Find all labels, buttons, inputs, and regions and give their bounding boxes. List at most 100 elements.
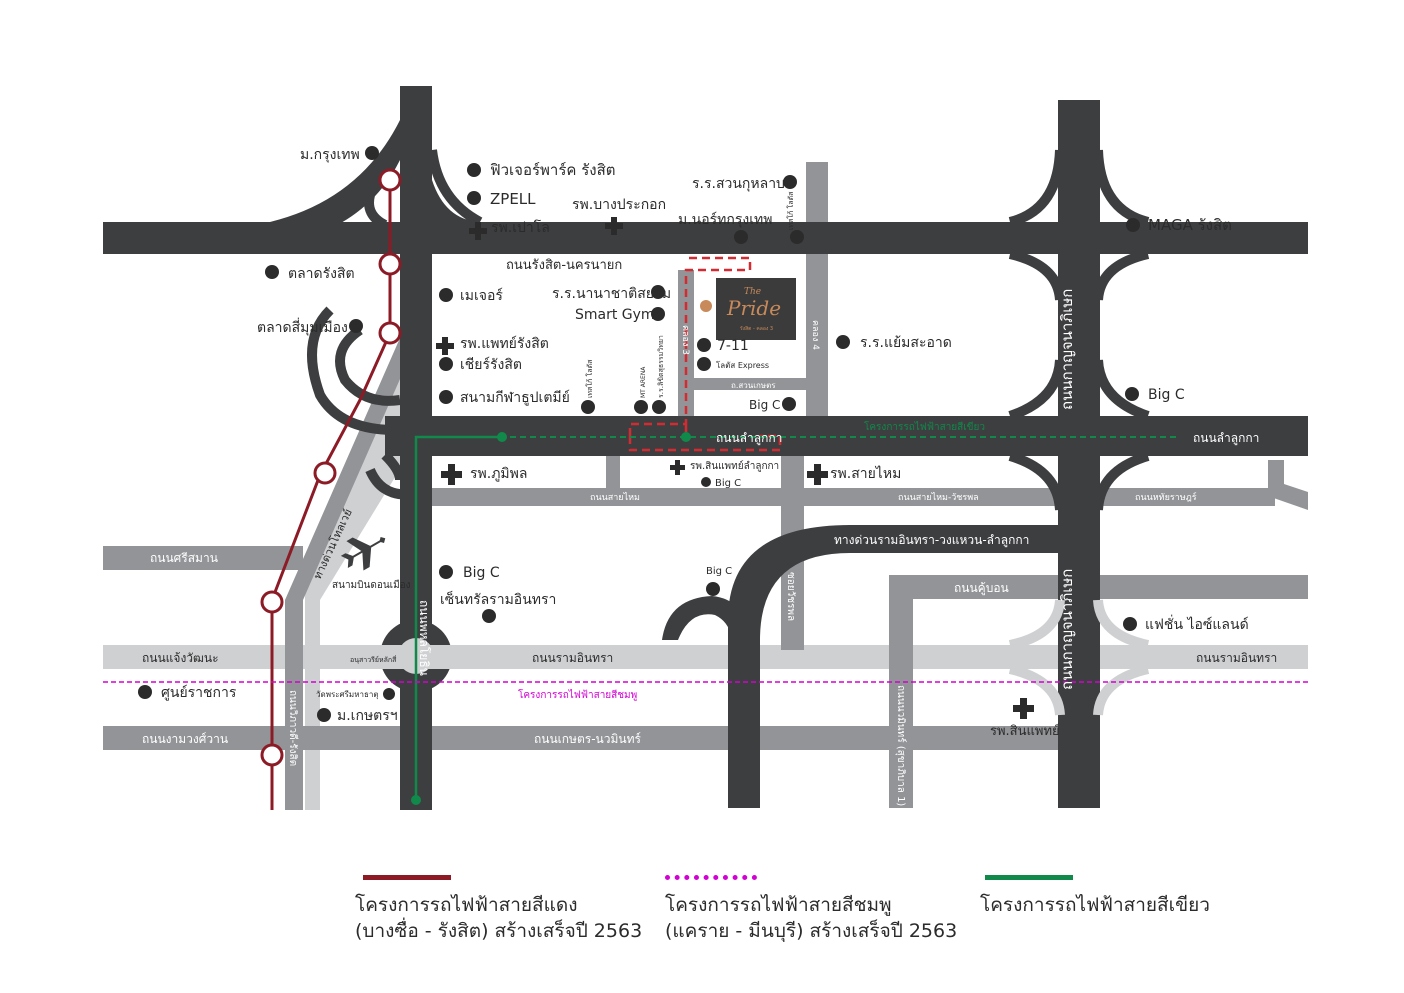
dot-govt-center (138, 685, 152, 699)
label-si-saman: ถนนศรีสมาน (150, 551, 218, 565)
red-station-5 (260, 590, 284, 614)
label-lotus-express: โลตัส Express (716, 360, 769, 370)
kanchanaphisek-top-interchange (1008, 149, 1150, 511)
red-station-2 (378, 252, 402, 276)
label-chaeng-watthana: ถนนแจ้งวัฒนะ (142, 651, 219, 665)
hospital-icons (436, 217, 1034, 719)
dot-bigc-ram (439, 565, 453, 579)
pride-title-1: The (744, 287, 761, 297)
label-ngam-wong-wan: ถนนงามวงศ์วาน (142, 732, 228, 746)
dot-mt-arena (634, 400, 648, 414)
label-thupatemi: สนามกีฬาธูปเตมีย์ (460, 389, 570, 406)
label-lam-luk-ka-right: ถนนลำลูกกา (1193, 431, 1259, 446)
label-bigc-small: Big C (715, 478, 741, 489)
road-hathai-rat-end (1268, 460, 1308, 510)
label-zpell: ZPELL (490, 190, 536, 208)
legend-green: โครงการรถไฟฟ้าสายสีเขียว (980, 892, 1210, 918)
label-maga: MAGA รังสิต (1148, 216, 1232, 234)
road-small-v1 (606, 455, 620, 490)
label-pink-line-map: โครงการรถไฟฟ้าสายสีชมพู (518, 688, 637, 701)
label-govt-center: ศูนย์ราชการ (161, 684, 237, 701)
label-khu-bon: ถนนคู้บอน (954, 581, 1009, 596)
expressway (728, 525, 1058, 808)
hospital-icon-paolo (469, 222, 487, 240)
label-bigc-ram: Big C (463, 565, 500, 581)
label-school-v: ร.ร.ลิขิตสุธรรมวิทยา (657, 335, 665, 398)
label-major: เมเจอร์ (460, 287, 503, 304)
label-ram-inthra: ถนนรามอินทรา (532, 651, 613, 665)
red-station-3 (378, 321, 402, 345)
legend-green-line1: โครงการรถไฟฟ้าสายสีเขียว (980, 894, 1210, 916)
green-station-1 (497, 432, 507, 442)
road-sai-mai (430, 488, 1110, 506)
label-suan-kularb: ร.ร.สวนกุหลาบ (692, 176, 785, 192)
dot-nanachat (651, 285, 665, 299)
dot-suan-kularb (783, 175, 797, 189)
label-sai-mai: ถนนสายไหม (590, 492, 640, 503)
green-station-2 (681, 432, 691, 442)
red-line-stations (260, 168, 402, 767)
dot-maga (1126, 218, 1140, 232)
kanchanaphisek-bottom-interchange (1008, 599, 1150, 716)
phahonyothin-curve (270, 120, 400, 240)
label-bigc-mid: Big C (706, 566, 732, 577)
dot-lotus-v (581, 400, 595, 414)
label-bangkok-univ: ม.กรุงเทพ (300, 147, 360, 163)
dot-talad-rangsit (265, 265, 279, 279)
label-talad-simummuang: ตลาดสี่มุมเมือง (257, 318, 348, 336)
legend-red-swatch (363, 875, 451, 880)
pride-title-2: Pride (726, 296, 781, 320)
label-hathai-rat: ถนนหทัยราษฎร์ (1135, 491, 1197, 503)
legend-red-line1: โครงการรถไฟฟ้าสายสีแดง (355, 894, 578, 916)
dot-bigc-mid (706, 582, 720, 596)
legend-green-swatch (985, 875, 1073, 880)
label-seven: 7-11 (717, 338, 749, 354)
label-don-mueang: สนามบินดอนเมือง (332, 579, 411, 591)
the-pride-marker[interactable]: The Pride รังสิต - คลอง 3 (700, 278, 796, 340)
road-hathai-rat (1100, 488, 1275, 506)
hospital-icon-sai-mai (807, 464, 828, 485)
dot-wat-phra-sri (383, 688, 395, 700)
label-paolo: รพ.เปาโล (491, 219, 550, 236)
hospital-icon-bhumibol (441, 464, 462, 485)
pride-location-dot (700, 300, 712, 312)
dot-bangkok-univ (365, 146, 379, 160)
dot-fashion-island (1123, 617, 1137, 631)
legend-pink-line1: โครงการรถไฟฟ้าสายสีชมพู (665, 894, 892, 916)
label-paet-rangsit: รพ.แพทย์รังสิต (460, 335, 549, 352)
label-bangprakok: รพ.บางประกอก (572, 197, 666, 213)
label-mt-arena: MT ARENA (640, 366, 647, 398)
dot-bigc-right (1125, 387, 1139, 401)
label-sai-mai-watcharaphon: ถนนสายไหม-วัชรพล (898, 492, 979, 503)
label-rangsit-nakhon-nayok: ถนนรังสิต-นครนายก (506, 258, 622, 273)
dot-future-park (467, 163, 481, 177)
dot-lotus-express (697, 357, 711, 371)
pride-subtitle: รังสิต - คลอง 3 (740, 325, 773, 332)
hospital-icon-bangprakok (605, 217, 623, 235)
legend-pink-swatch (665, 875, 757, 880)
label-cheer-rangsit: เชียร์รังสิต (460, 356, 522, 373)
hospital-icon-paet-rangsit (436, 337, 454, 355)
label-suan-kaset: ถ.สวนเกษตร (731, 381, 776, 390)
dot-school-v (652, 400, 666, 414)
hospital-icon-sinpaet (1013, 698, 1034, 719)
label-khlong-3: คลอง 3 (680, 325, 690, 355)
west-interchange (307, 149, 483, 500)
dot-zpell (467, 191, 481, 205)
green-station-3 (411, 795, 421, 805)
airplane-icon (340, 537, 386, 571)
label-central-ram: เซ็นทรัลรามอินทรา (440, 590, 556, 608)
label-phahonyothin: ถนนพหลโยธิน (417, 600, 431, 676)
dot-bigc-lamlukka (782, 397, 796, 411)
white-road-labels: ถนนรังสิต-นครนายก ถนนลำลูกกา ถนนลำลูกกา … (142, 258, 1259, 806)
label-bigc-lamlukka: Big C (749, 398, 780, 412)
label-fashion-island: แฟชั่น ไอซ์แลนด์ (1145, 615, 1249, 633)
red-station-4 (313, 461, 337, 485)
label-lotus-v: เทสโก้ โลตัส (585, 359, 594, 398)
landmarks: ม.กรุงเทพ ฟิวเจอร์พาร์ค รังสิต ZPELL รพ.… (138, 146, 1249, 739)
dot-yaem (836, 335, 850, 349)
dot-thupatemi (439, 390, 453, 404)
legend-red: โครงการรถไฟฟ้าสายสีแดง (บางซื่อ - รังสิต… (355, 892, 642, 944)
road-kanchanaphisek (1058, 100, 1100, 808)
